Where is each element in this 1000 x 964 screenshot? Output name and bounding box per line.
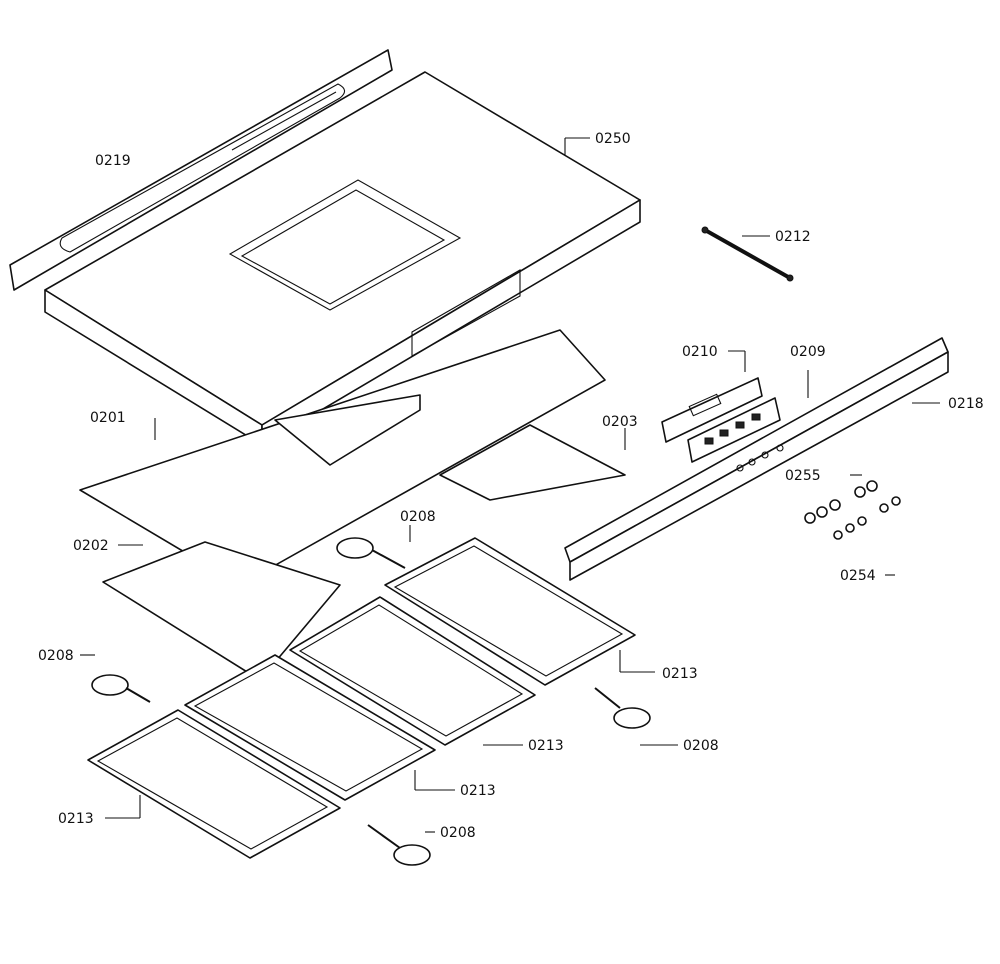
filter-0213-a [384, 537, 636, 686]
label-0213-d: 0213 [58, 811, 94, 827]
leader-lines [80, 137, 940, 833]
front-cover-0202 [102, 541, 341, 681]
knob-0208-c [594, 687, 651, 729]
label-0213-a: 0213 [662, 666, 698, 682]
label-0255: 0255 [785, 468, 821, 484]
label-0208-a: 0208 [400, 509, 436, 525]
switch-panel-0209 [687, 397, 781, 463]
deflector-0203 [439, 424, 626, 501]
label-0213-b: 0213 [528, 738, 564, 754]
label-0209: 0209 [790, 344, 826, 360]
label-0250: 0250 [595, 131, 631, 147]
front-strip-0218 [564, 337, 949, 581]
label-0208-d: 0208 [440, 825, 476, 841]
label-0202: 0202 [73, 538, 109, 554]
label-0218: 0218 [948, 396, 984, 412]
knob-0208-d [367, 824, 431, 866]
label-0212: 0212 [775, 229, 811, 245]
knob-0208-b [91, 674, 151, 703]
label-0219: 0219 [95, 153, 131, 169]
label-0208-c: 0208 [683, 738, 719, 754]
label-0203: 0203 [602, 414, 638, 430]
filter-0213-c [184, 654, 436, 801]
label-0254: 0254 [840, 568, 876, 584]
label-0213-c: 0213 [460, 783, 496, 799]
filter-0213-d [87, 709, 341, 859]
label-0210: 0210 [682, 344, 718, 360]
bracket-0210 [661, 377, 763, 443]
part-labels: 0219 0250 0212 0210 0209 0218 0201 0203 … [38, 131, 984, 841]
filter-0213-b [289, 596, 536, 746]
knob-0208-a [336, 537, 406, 569]
rod-0212 [701, 226, 794, 282]
label-0208-b: 0208 [38, 648, 74, 664]
label-0201: 0201 [90, 410, 126, 426]
rear-rail-0219 [9, 49, 393, 291]
hood-body-0250 [44, 71, 641, 446]
small-parts-0254-0255 [804, 480, 901, 540]
